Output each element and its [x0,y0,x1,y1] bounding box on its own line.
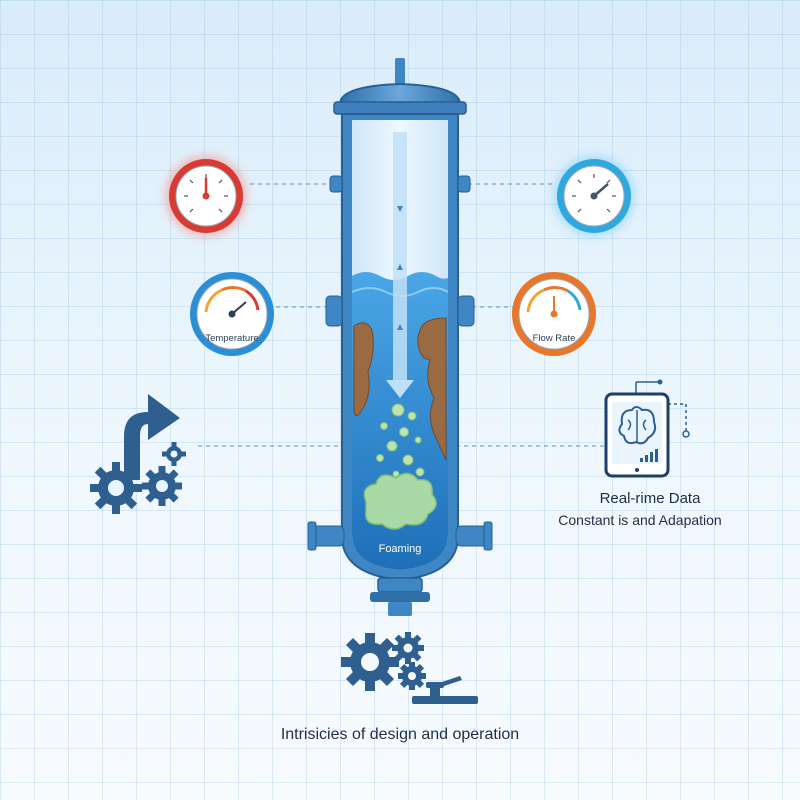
gears-up-arrow-icon [90,394,186,514]
side-nozzles [307,175,493,551]
deposit-left [353,322,374,416]
flow-arrow-head [386,380,414,398]
flow-arrow-shaft [393,132,407,382]
top-nozzle [395,58,405,88]
monitor-title: Real-rime Data [599,490,701,507]
top-flange [333,101,467,115]
foam-cluster [363,472,437,530]
monitor-subtitle: Constant is and Adapation [558,512,722,528]
foaming-label: Foaming [379,543,422,555]
bottom-outlet [377,577,423,593]
pressure-gauge-red [166,156,246,236]
pressure-gauge-blue [554,156,634,236]
separation-column: Foaming [307,58,493,616]
top-cap [338,82,462,105]
flow-rate-gauge: Flow Rate [512,272,596,356]
connector-lines [198,183,604,447]
brain-tablet-icon [604,379,690,478]
flow-ticks [397,206,403,330]
bottom-pipe [388,602,412,616]
temperature-label: Temperature [205,333,258,344]
flow-rate-label: Flow Rate [533,333,576,344]
bottom-caption: Intrisicies of design and operation [280,726,520,743]
temperature-gauge: Temperature [190,272,274,356]
deposit-right [417,317,447,461]
bubbles [376,403,425,478]
bottom-flange [370,592,430,602]
gears-valve-icon [341,632,478,704]
